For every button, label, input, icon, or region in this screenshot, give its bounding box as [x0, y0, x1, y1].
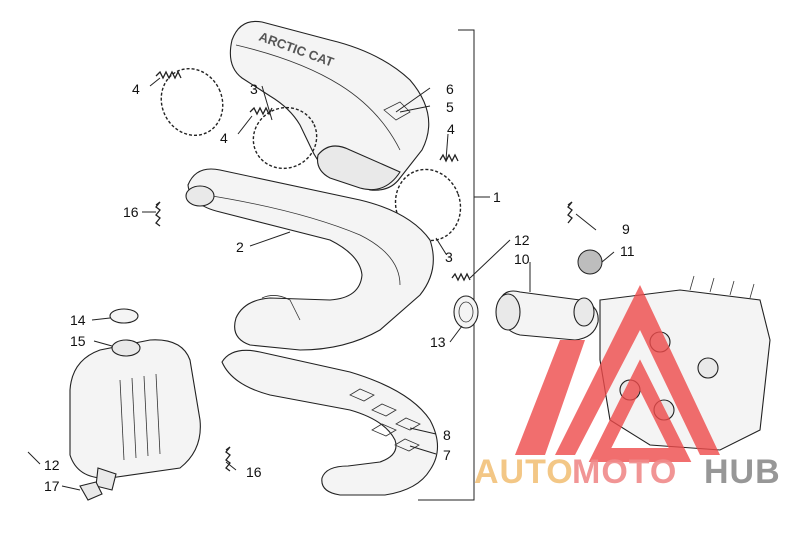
silencer-cover: ARCTIC CAT	[229, 20, 430, 191]
exhaust-manifold	[495, 290, 599, 341]
logo-triangle-inner	[588, 359, 692, 462]
label-15: 15	[70, 333, 86, 349]
label-16-left: 16	[123, 204, 139, 220]
label-7: 7	[443, 447, 451, 463]
spring-mid	[249, 106, 273, 116]
spring-right	[439, 153, 459, 163]
gasket	[109, 308, 139, 324]
heat-shield	[221, 349, 439, 496]
mounting-bracket	[95, 467, 117, 491]
spring-9	[567, 201, 573, 224]
clamp-rings	[160, 67, 462, 242]
label-1: 1	[493, 189, 501, 205]
clamp-ring-upper-left	[160, 67, 224, 137]
springs	[155, 70, 573, 472]
label-13: 13	[430, 334, 446, 350]
label-10: 10	[514, 251, 530, 267]
label-14: 14	[70, 312, 86, 328]
spring-12-upper	[451, 272, 471, 282]
label-11: 11	[620, 243, 635, 259]
label-9: 9	[622, 221, 630, 237]
watermark-hub: HUB	[704, 453, 781, 491]
label-3-top: 3	[250, 81, 258, 97]
logo-triangle-left	[515, 340, 585, 455]
watermark-auto: AUTO	[474, 453, 574, 491]
logo-triangle-outline	[555, 285, 720, 455]
leader-lines	[27, 77, 615, 491]
rubber-mount	[79, 481, 103, 501]
muffler	[69, 339, 201, 491]
seal-ring	[453, 295, 479, 329]
label-12-lower: 12	[44, 457, 60, 473]
label-4-right: 4	[447, 121, 455, 137]
spring-top-left	[155, 70, 182, 80]
label-16-bottom: 16	[246, 464, 262, 480]
label-12-upper: 12	[514, 232, 530, 248]
outlet-grommet	[111, 339, 141, 357]
expansion-chamber	[185, 168, 434, 351]
sealing-washer	[577, 249, 603, 275]
engine-block	[599, 275, 771, 451]
label-17: 17	[44, 478, 60, 494]
label-8: 8	[443, 427, 451, 443]
label-4-top-left: 4	[132, 81, 140, 97]
watermark-logo-icon	[515, 285, 720, 462]
assembly-bracket	[418, 29, 490, 501]
label-5: 5	[446, 99, 454, 115]
part-labels: 1 2 3 3 4 4 4 5 6 7 8 9 10 11 12 12 13 1…	[44, 81, 635, 494]
label-2: 2	[236, 239, 244, 255]
clamp-ring-upper-right	[252, 106, 318, 170]
label-3-right: 3	[445, 249, 453, 265]
label-4-mid: 4	[220, 130, 228, 146]
label-6: 6	[446, 81, 454, 97]
spring-bottom-16	[225, 446, 231, 472]
watermark-moto: MOTO	[572, 453, 677, 491]
spring-left-16	[155, 201, 161, 227]
watermark: AUTO MOTO HUB	[474, 285, 781, 491]
